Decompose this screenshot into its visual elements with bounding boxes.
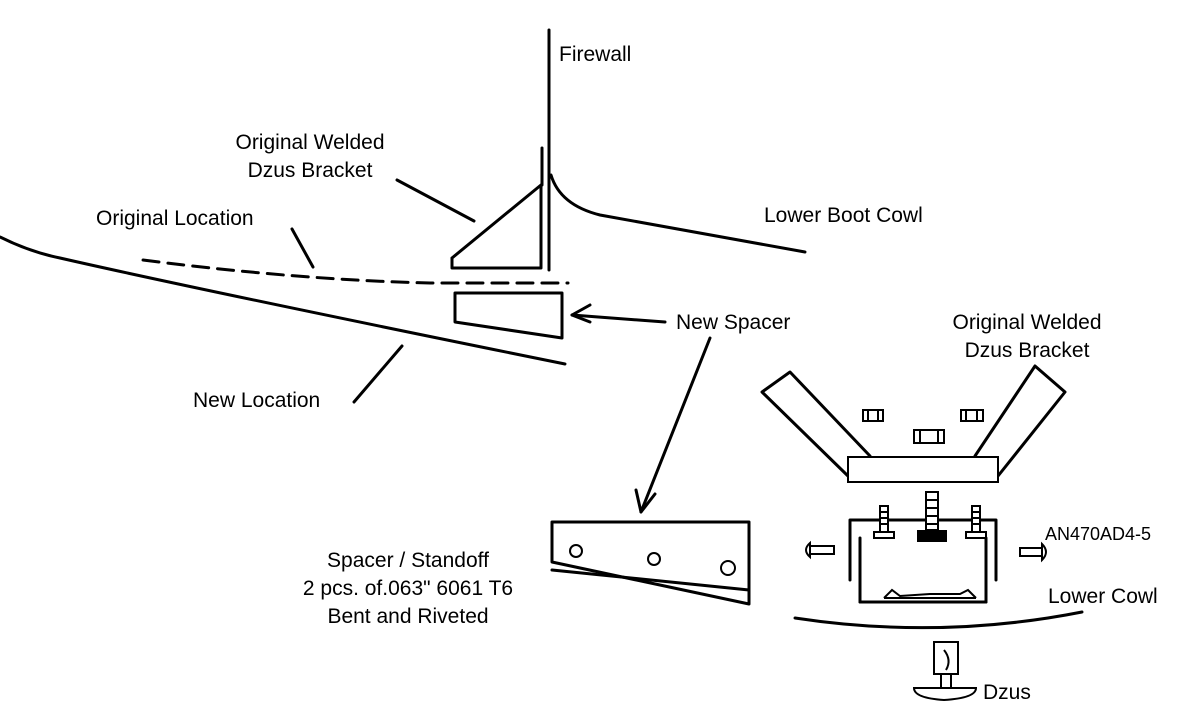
spacer-rivet-hole bbox=[720, 560, 736, 576]
lower-cowl-arc bbox=[793, 610, 1084, 630]
lower-boot-cowl-label: Lower Boot Cowl bbox=[764, 204, 923, 227]
new-location-label: New Location bbox=[193, 389, 320, 412]
firewall-label: Firewall bbox=[559, 43, 631, 66]
spacer-label-line3: Bent and Riveted bbox=[327, 605, 488, 628]
rivet-head-icon bbox=[862, 409, 884, 422]
rivet-right-icon bbox=[1019, 541, 1047, 563]
original-location-leader bbox=[290, 227, 315, 269]
bracket-leader-line bbox=[395, 178, 476, 223]
rivet-head-icon bbox=[960, 409, 984, 422]
spacer-label-line2: 2 pcs. of.063" 6061 T6 bbox=[303, 577, 513, 600]
bracket-exploded-view bbox=[760, 364, 1084, 702]
new-location-leader bbox=[352, 344, 404, 404]
original-bracket-shape bbox=[450, 183, 543, 270]
bracket-detail-label-line2: Dzus Bracket bbox=[965, 339, 1090, 362]
new-spacer-arrowhead bbox=[570, 303, 592, 324]
bracket-detail-label-line1: Original Welded bbox=[952, 311, 1101, 334]
screw-head-icon bbox=[965, 531, 987, 539]
lower-boot-cowl-line bbox=[549, 173, 807, 254]
spacer-detail-arrowhead bbox=[634, 488, 657, 514]
stud-nut-icon bbox=[917, 530, 947, 542]
spacer-detail-outline bbox=[550, 520, 751, 606]
dzus-label: Dzus bbox=[983, 681, 1031, 704]
rivet-part-label: AN470AD4-5 bbox=[1045, 524, 1151, 544]
bracket-label-line1: Original Welded bbox=[235, 131, 384, 154]
original-location-label: Original Location bbox=[96, 207, 254, 230]
lower-cowl-label: Lower Cowl bbox=[1048, 585, 1158, 608]
new-spacer-label: New Spacer bbox=[676, 311, 790, 334]
original-location-dashed-line bbox=[141, 258, 570, 285]
dzus-receptacle-icon bbox=[913, 429, 945, 444]
side-view bbox=[0, 28, 807, 514]
spacer-rivet-hole bbox=[647, 552, 661, 566]
spacer-rivet-hole bbox=[569, 544, 583, 558]
dzus-fastener-icon bbox=[912, 641, 978, 702]
spacer-detail bbox=[550, 520, 751, 606]
receptacle-spring bbox=[883, 588, 977, 599]
new-spacer-leader bbox=[570, 313, 667, 324]
spacer-detail-bend-line bbox=[550, 568, 751, 592]
spacer-detail-arrow-line bbox=[639, 336, 712, 514]
rivet-left-icon bbox=[805, 540, 835, 560]
labels: Firewall Original Welded Dzus Bracket Or… bbox=[96, 43, 1158, 704]
bracket-base bbox=[847, 456, 999, 483]
receptacle-housing bbox=[848, 518, 998, 582]
bracket-label-line2: Dzus Bracket bbox=[248, 159, 373, 182]
screw-head-icon bbox=[873, 531, 895, 539]
new-location-line bbox=[0, 235, 567, 366]
spacer-label-line1: Spacer / Standoff bbox=[327, 549, 489, 572]
new-spacer-shape bbox=[453, 291, 564, 340]
